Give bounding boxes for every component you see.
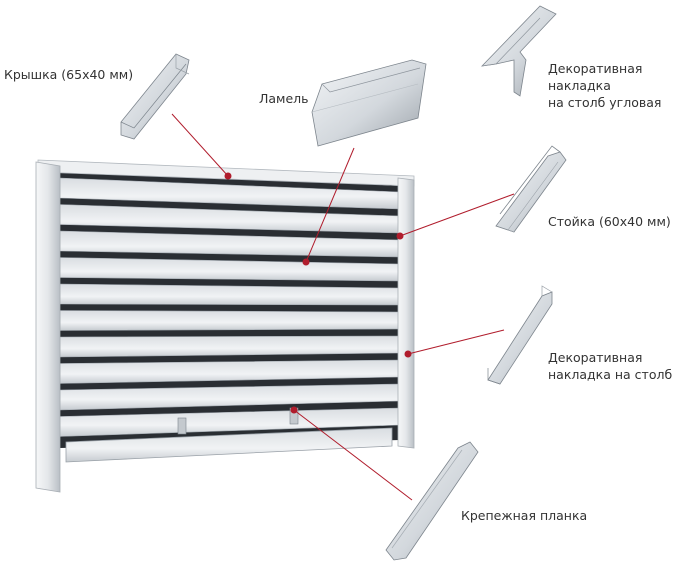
part-corner-post-trim	[482, 6, 556, 96]
mounting-bar-bracket-left	[178, 418, 186, 434]
callout-dot-post-trim	[405, 351, 412, 358]
label-corner-post-trim-line-2: накладка	[548, 77, 661, 94]
label-cap: Крышка (65х40 мм)	[4, 66, 133, 83]
callout-line-post	[400, 194, 514, 236]
callout-dot-mounting-strip	[291, 407, 298, 414]
label-post: Стойка (60х40 мм)	[548, 213, 671, 230]
callout-dot-lamel	[303, 259, 310, 266]
lamel-slat	[60, 284, 400, 305]
post-left	[36, 162, 60, 492]
label-mounting-strip: Крепежная планка	[461, 507, 587, 524]
part-mounting-strip	[386, 442, 478, 560]
label-post-trim-line-1: Декоративная	[548, 349, 672, 366]
label-corner-post-trim: Декоративная накладка на столб угловая	[548, 60, 661, 111]
fence-section	[36, 160, 414, 492]
lamel-slat	[60, 311, 400, 331]
callout-dot-post	[397, 233, 404, 240]
label-lamel: Ламель	[259, 90, 309, 107]
callout-line-post-trim	[408, 330, 504, 354]
callout-dot-cap	[225, 173, 232, 180]
lamel-slat	[60, 336, 400, 357]
label-corner-post-trim-line-1: Декоративная	[548, 60, 661, 77]
label-post-trim-line-2: накладка на столб	[548, 366, 672, 383]
label-corner-post-trim-line-3: на столб угловая	[548, 94, 661, 111]
post-right	[398, 178, 414, 448]
label-post-trim: Декоративная накладка на столб	[548, 349, 672, 383]
part-post-trim	[488, 286, 552, 384]
part-lamel	[312, 60, 426, 146]
